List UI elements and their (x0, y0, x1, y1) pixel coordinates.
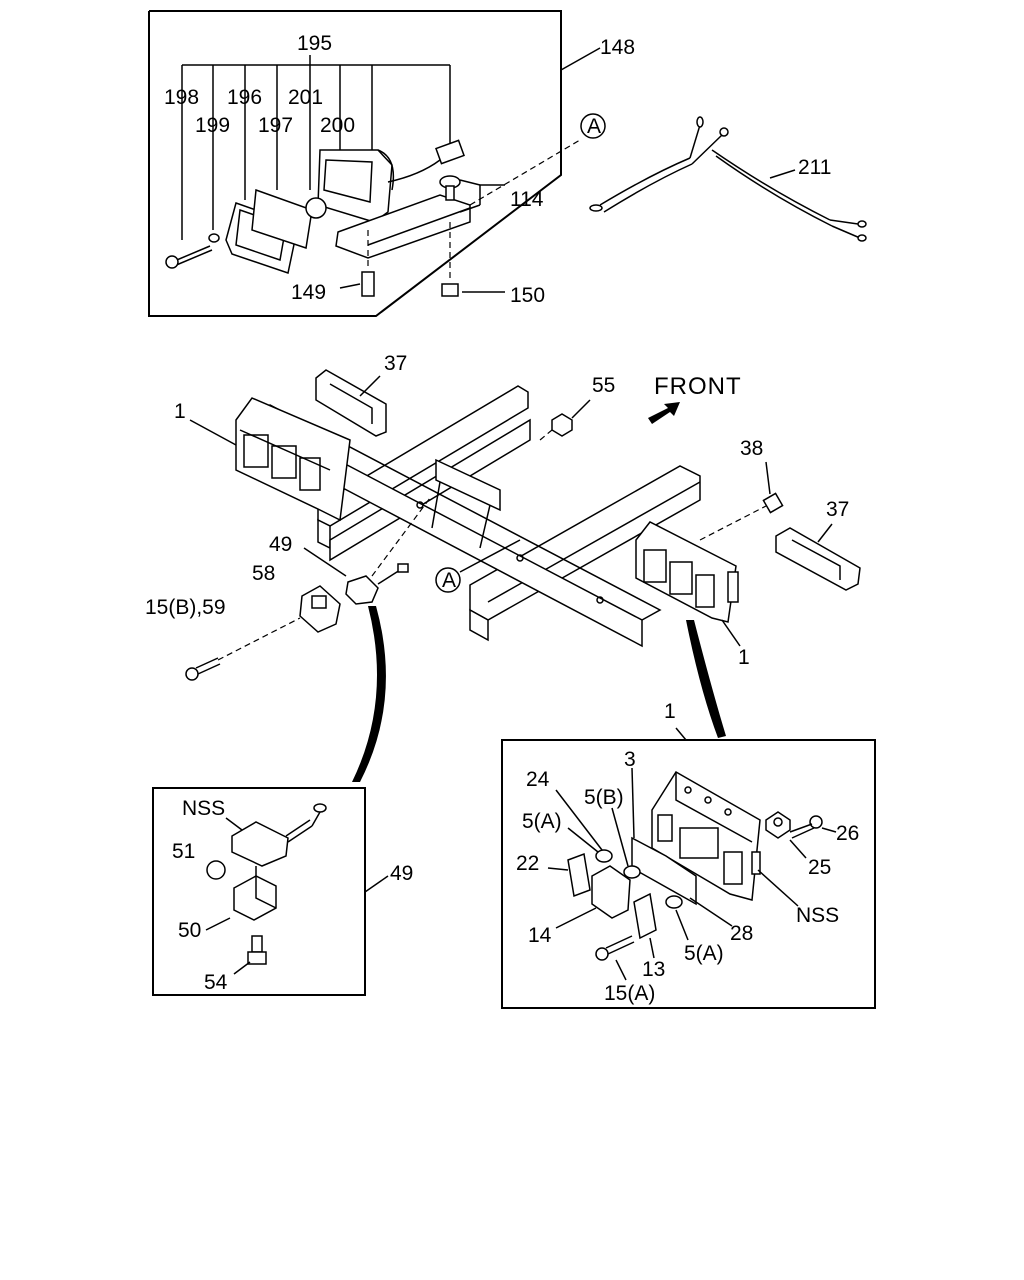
screw-15a-icon (595, 935, 635, 961)
front-arrow-icon (648, 402, 680, 424)
callout-22: 22 (516, 852, 539, 875)
callout-1-right: 1 (738, 646, 750, 669)
callout-1-inset: 1 (664, 700, 676, 723)
callout-28: 28 (730, 922, 753, 945)
callout-26: 26 (836, 822, 859, 845)
callout-200: 200 (320, 114, 355, 137)
pad-22 (567, 852, 591, 898)
callout-15b-59: 15(B),59 (145, 596, 226, 619)
callout-13: 13 (642, 958, 665, 981)
bolt-15b-59-icon (185, 657, 221, 681)
ref-A-circle-main (435, 567, 461, 593)
callout-201: 201 (288, 86, 323, 109)
callout-197: 197 (258, 114, 293, 137)
inset-detail-49: NSS 51 49 50 54 (152, 787, 413, 996)
lamp-housing-right (635, 521, 739, 623)
callout-150: 150 (510, 284, 545, 307)
callout-195: 195 (297, 32, 332, 55)
sensor-58 (299, 585, 341, 633)
lens-14 (591, 865, 631, 919)
inset-lamp-assembly: 195 148 198 196 201 199 197 200 A 114 14… (148, 10, 635, 317)
bolt-114-icon (439, 175, 461, 201)
callout-196: 196 (227, 86, 262, 109)
gasket-28 (631, 836, 697, 906)
sensor-nss (231, 803, 327, 867)
ref-A-circle-top (580, 113, 606, 139)
center-bracket (431, 458, 501, 549)
callout-5b: 5(B) (584, 786, 624, 809)
detail-arrow-right (686, 620, 726, 738)
callout-15a: 15(A) (604, 982, 655, 1005)
callout-58: 58 (252, 562, 275, 585)
part-51-icon (206, 860, 226, 880)
callout-24: 24 (526, 768, 550, 791)
nut-150-icon (441, 283, 459, 297)
bracket-50 (233, 875, 277, 921)
lamp-gasket (251, 188, 313, 249)
bolt-38-icon (762, 492, 784, 514)
callout-5a-upper: 5(A) (522, 810, 562, 833)
callout-A-main: A (442, 569, 456, 592)
callout-148: 148 (600, 36, 635, 59)
callout-A-top: A (587, 115, 601, 138)
callout-37-right: 37 (826, 498, 849, 521)
washer-199-icon (208, 233, 220, 243)
front-label: FRONT (654, 373, 742, 400)
main-frame-assembly: FRONT (145, 352, 861, 782)
cover-37-right (775, 527, 861, 591)
callout-37-top: 37 (384, 352, 407, 375)
callout-25: 25 (808, 856, 831, 879)
lamp-housing (305, 149, 395, 223)
callout-49-main: 49 (269, 533, 292, 556)
callout-149: 149 (291, 281, 326, 304)
bulb-5a-lower-icon (665, 895, 683, 909)
screw-26-icon (789, 815, 823, 839)
callout-49-inset: 49 (390, 862, 413, 885)
bolt-149-icon (361, 271, 375, 297)
bracket-49 (345, 563, 409, 605)
lamp-housing-left (235, 397, 351, 522)
callout-14: 14 (528, 924, 552, 947)
callout-38: 38 (740, 437, 763, 460)
lamp-wire-connector (387, 139, 465, 183)
callout-51: 51 (172, 840, 195, 863)
nut-55-icon (551, 413, 573, 437)
bulb-5a-upper-icon (595, 849, 613, 863)
leader-195 (181, 47, 601, 240)
callout-5a-lower: 5(A) (684, 942, 724, 965)
grommet-25-icon (765, 811, 791, 839)
callout-54: 54 (204, 971, 228, 994)
pad-13 (633, 892, 657, 940)
callout-114: 114 (510, 188, 544, 211)
cover-37-left (315, 369, 387, 437)
callout-1-left: 1 (174, 400, 186, 423)
callout-198: 198 (164, 86, 199, 109)
callout-211: 211 (798, 156, 831, 179)
callout-3: 3 (624, 748, 636, 771)
lamp-bracket (335, 194, 471, 259)
bolt-198-icon (165, 245, 213, 269)
callout-nss-right: NSS (796, 904, 839, 927)
callout-50: 50 (178, 919, 201, 942)
callout-55: 55 (592, 374, 615, 397)
bulb-5b-icon (623, 865, 641, 879)
bolt-54-icon (247, 935, 267, 965)
callout-199: 199 (195, 114, 230, 137)
inset-detail-1: 1 (501, 700, 876, 1009)
detail-arrow-left (352, 606, 386, 782)
callout-nss-left: NSS (182, 797, 225, 820)
wiring-harness-211: 211 (589, 116, 867, 242)
